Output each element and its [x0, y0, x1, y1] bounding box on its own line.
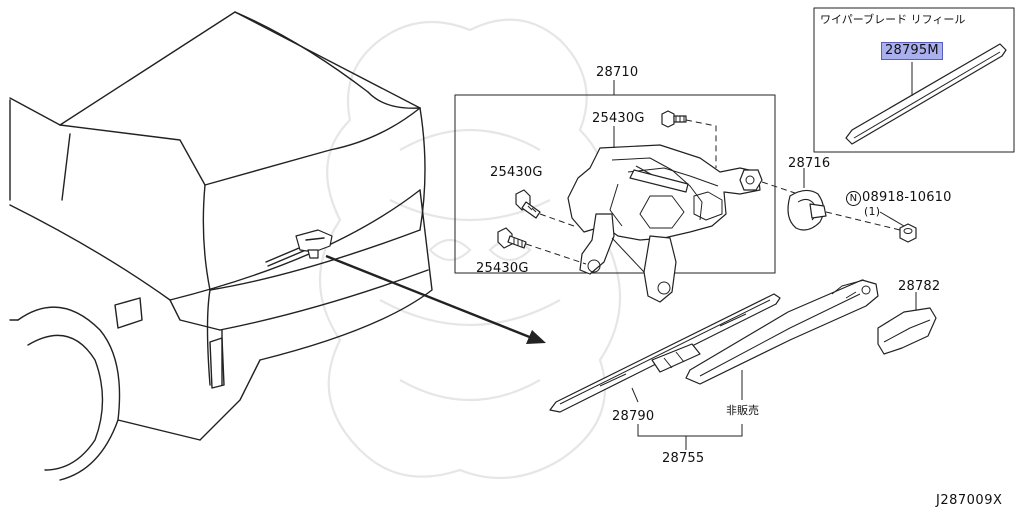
callout-arm-note: 非販売	[726, 404, 759, 417]
bolt-lower	[497, 227, 527, 249]
pivot-cap	[787, 189, 827, 231]
callout-nut-number: 08918-10610	[862, 190, 952, 205]
refill-inset-box	[813, 7, 1015, 153]
nut-standard-marker: N	[846, 191, 861, 206]
arm-cover	[877, 307, 937, 355]
wiper-motor	[567, 144, 763, 303]
callout-refill[interactable]: 28795M	[881, 42, 943, 60]
refill-strip	[845, 43, 1007, 145]
motor-assembly-box	[454, 94, 776, 274]
callout-blade: 28790	[612, 409, 655, 424]
bolt-top	[661, 110, 687, 128]
refill-box-title: ワイパーブレード リフィール	[820, 13, 966, 26]
callout-bolt-top: 25430G	[592, 111, 645, 126]
bolt-left	[515, 189, 541, 219]
diagram-id: J287009X	[936, 493, 1003, 508]
callout-pivot-cap: 28716	[788, 156, 831, 171]
callout-bolt-left: 25430G	[490, 165, 543, 180]
location-arrow	[325, 254, 546, 344]
callout-arm-assembly: 28755	[662, 451, 705, 466]
wiper-blade	[549, 293, 781, 413]
vehicle-rear-view	[9, 11, 433, 481]
callout-arm-cover: 28782	[898, 279, 941, 294]
callout-nut-qty: (1)	[864, 205, 881, 218]
nut	[899, 223, 917, 243]
callout-bolt-lower: 25430G	[476, 261, 529, 276]
watermark-emblem	[318, 18, 621, 480]
callout-motor-assembly: 28710	[596, 65, 639, 80]
wiper-arm	[685, 279, 879, 385]
